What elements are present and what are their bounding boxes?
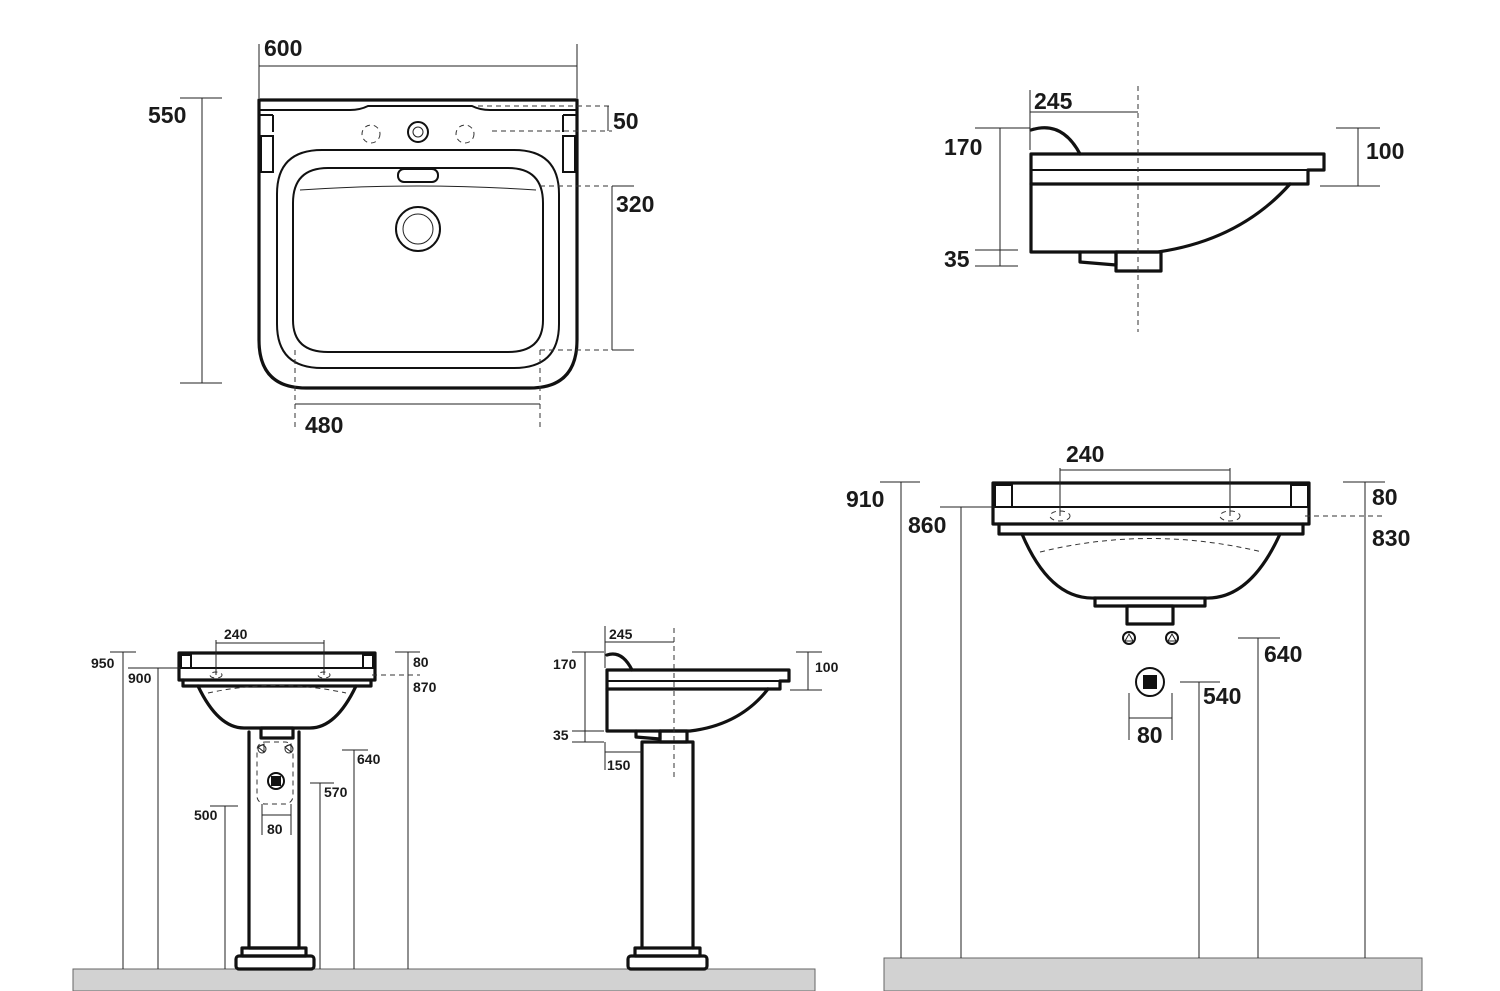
dim-ped-side-150: 150 xyxy=(607,757,631,773)
pedestal-side-view: 245 170 100 35 150 xyxy=(553,626,839,971)
pedestal-side-base xyxy=(626,954,709,971)
dim-600: 600 xyxy=(264,35,302,61)
dim-ped-side-170: 170 xyxy=(553,656,577,672)
dim-side-100: 100 xyxy=(1366,138,1404,164)
wall-hung-outlet xyxy=(1125,604,1175,626)
dim-50: 50 xyxy=(613,108,639,134)
wall-hung-view: 240 910 860 80 830 640 540 80 xyxy=(846,441,1423,991)
dim-wall-80-waste: 80 xyxy=(1137,722,1163,748)
dim-ped-240: 240 xyxy=(224,626,248,642)
dim-ped-side-35: 35 xyxy=(553,727,569,743)
dim-wall-80-top: 80 xyxy=(1372,484,1398,510)
top-view-tap-hole-right xyxy=(455,124,475,144)
dim-wall-640: 640 xyxy=(1264,641,1302,667)
pedestal-floor xyxy=(72,968,816,991)
side-view: 245 170 100 35 xyxy=(944,86,1404,332)
top-view: 600 550 50 320 480 xyxy=(148,35,654,438)
dim-wall-910: 910 xyxy=(846,486,884,512)
dim-side-245: 245 xyxy=(1034,88,1073,114)
dim-side-170: 170 xyxy=(944,134,982,160)
dim-ped-570: 570 xyxy=(324,784,348,800)
wall-hung-floor xyxy=(883,957,1423,991)
top-view-right-block xyxy=(562,135,576,173)
dim-wall-860: 860 xyxy=(908,512,946,538)
dim-ped-900: 900 xyxy=(128,670,152,686)
dim-320: 320 xyxy=(616,191,654,217)
pedestal-front-rim xyxy=(177,651,377,682)
dim-ped-side-245: 245 xyxy=(609,626,633,642)
pedestal-front-view: 240 950 900 80 870 640 570 500 80 xyxy=(72,626,816,991)
dim-wall-540: 540 xyxy=(1203,683,1241,709)
pedestal-side-rim xyxy=(605,668,791,691)
pedestal-side-column xyxy=(640,740,695,950)
dim-ped-side-100: 100 xyxy=(815,659,839,675)
side-view-bowl xyxy=(1029,182,1292,254)
dim-ped-640: 640 xyxy=(357,751,381,767)
top-view-back-shelf xyxy=(259,105,577,111)
dim-ped-950: 950 xyxy=(91,655,115,671)
dim-wall-830: 830 xyxy=(1372,525,1410,551)
top-view-rim xyxy=(276,149,560,369)
wall-hung-waste xyxy=(1135,667,1165,697)
dim-ped-500: 500 xyxy=(194,807,218,823)
wall-hung-bowl xyxy=(1020,532,1282,600)
top-view-drain xyxy=(395,206,441,252)
wall-hung-rim xyxy=(991,481,1311,526)
dim-ped-80-top: 80 xyxy=(413,654,429,670)
pedestal-front-bowl xyxy=(196,684,358,730)
top-view-basin-outline xyxy=(257,98,579,390)
top-view-tap-hole-left xyxy=(361,124,381,144)
top-view-overflow-slot xyxy=(397,168,439,183)
pedestal-side-bowl xyxy=(605,687,770,733)
top-view-bowl xyxy=(292,167,544,353)
dim-550: 550 xyxy=(148,102,186,128)
dim-ped-870: 870 xyxy=(413,679,437,695)
top-view-left-block xyxy=(260,135,274,173)
dim-ped-80-waste: 80 xyxy=(267,821,283,837)
dim-side-35: 35 xyxy=(944,246,970,272)
pedestal-front-base xyxy=(234,954,316,971)
top-view-tap-hole-center xyxy=(407,121,429,143)
dim-wall-240: 240 xyxy=(1066,441,1104,467)
dim-480: 480 xyxy=(305,412,343,438)
